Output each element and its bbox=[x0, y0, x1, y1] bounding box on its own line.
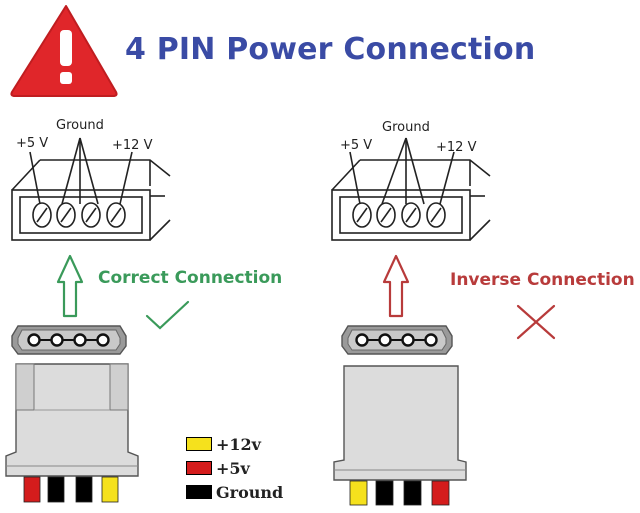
right-label-5v: +5 V bbox=[340, 138, 373, 153]
left-label-12v: +12 V bbox=[112, 138, 153, 153]
legend-row-12v: +12v bbox=[186, 434, 261, 454]
legend-label-12v: +12v bbox=[216, 434, 261, 454]
right-wire-1 bbox=[349, 480, 368, 506]
legend-row-5v: +5v bbox=[186, 458, 250, 478]
warning-exclamation-icon bbox=[10, 5, 118, 97]
left-up-arrow bbox=[56, 254, 84, 318]
left-wire-1 bbox=[23, 476, 41, 503]
right-label-12v: +12 V bbox=[436, 140, 477, 155]
right-up-arrow bbox=[382, 254, 410, 318]
left-plug-top bbox=[11, 325, 127, 355]
left-wire-3 bbox=[75, 476, 93, 503]
right-status-label: Inverse Connection bbox=[450, 270, 635, 290]
left-wire-4 bbox=[101, 476, 119, 503]
legend-row-ground: Ground bbox=[186, 482, 284, 502]
legend-swatch-ground bbox=[186, 485, 212, 499]
left-label-ground: Ground bbox=[56, 118, 104, 133]
cross-icon bbox=[516, 304, 556, 340]
left-label-5v: +5 V bbox=[16, 136, 49, 151]
right-plug-top bbox=[341, 325, 453, 355]
right-wire-2 bbox=[375, 480, 394, 506]
left-wire-2 bbox=[47, 476, 65, 503]
legend-swatch-12v bbox=[186, 437, 212, 451]
right-wire-4 bbox=[431, 480, 450, 506]
right-plug-body bbox=[333, 365, 467, 481]
legend-label-ground: Ground bbox=[216, 482, 284, 502]
left-plug-body bbox=[5, 363, 139, 477]
legend-swatch-5v bbox=[186, 461, 212, 475]
left-status-label: Correct Connection bbox=[98, 268, 283, 288]
left-socket-drawing bbox=[11, 137, 171, 241]
checkmark-icon bbox=[145, 300, 190, 330]
right-label-ground: Ground bbox=[382, 120, 430, 135]
right-socket-drawing bbox=[331, 137, 491, 241]
left-wires bbox=[23, 476, 119, 503]
legend-label-5v: +5v bbox=[216, 458, 250, 478]
right-wires bbox=[349, 480, 450, 506]
right-wire-3 bbox=[403, 480, 422, 506]
page-title: 4 PIN Power Connection bbox=[125, 32, 536, 67]
